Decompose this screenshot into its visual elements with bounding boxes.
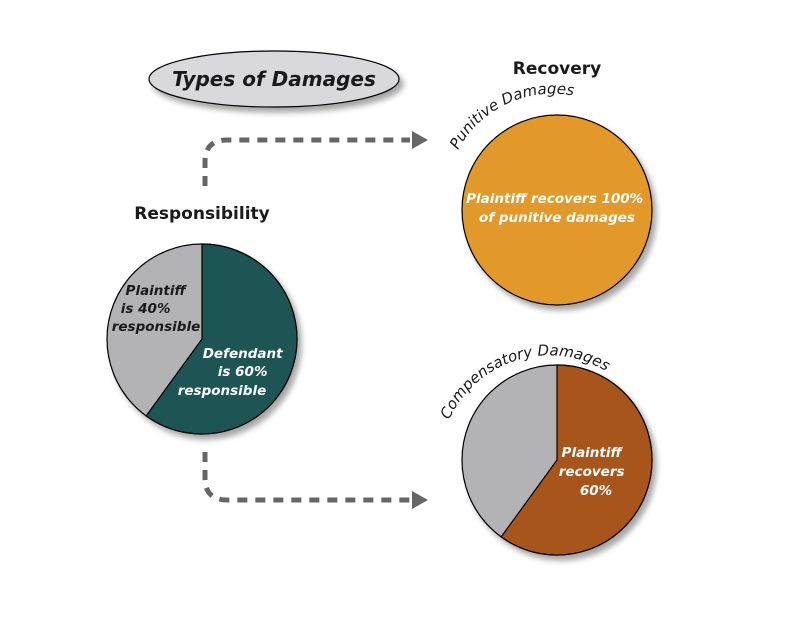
punitive-pie [461,114,653,306]
defendant-responsibility-label: Defendant is 60% responsible [178,346,288,399]
punitive-recovery-label: Plaintiff recovers 100% of punitive dama… [466,191,648,226]
responsibility-heading: Responsibility [134,204,270,224]
title-oval: Types of Damages [148,50,400,108]
defendant-responsibility-slice [145,243,298,435]
compensatory-recovered-slice [500,364,653,556]
recovery-heading: Recovery [513,59,601,79]
arrowhead-punitive [412,131,428,149]
plaintiff-responsibility-label: Plaintiff is 40% responsible [112,283,201,335]
arrow-path-compensatory [202,452,410,503]
responsibility-pie [106,243,298,435]
arrow-to-punitive [202,131,428,186]
compensatory-pie [461,364,653,556]
compensatory-recovery-label: Plaintiff recovers 60% [559,445,629,499]
punitive-recovered-slice [461,114,653,306]
arrow-path-punitive [202,137,410,186]
arrow-to-compensatory [202,452,428,509]
title-oval-shape [148,50,400,108]
diagram-title: Types of Damages [172,67,376,91]
arrowhead-compensatory [412,491,428,509]
